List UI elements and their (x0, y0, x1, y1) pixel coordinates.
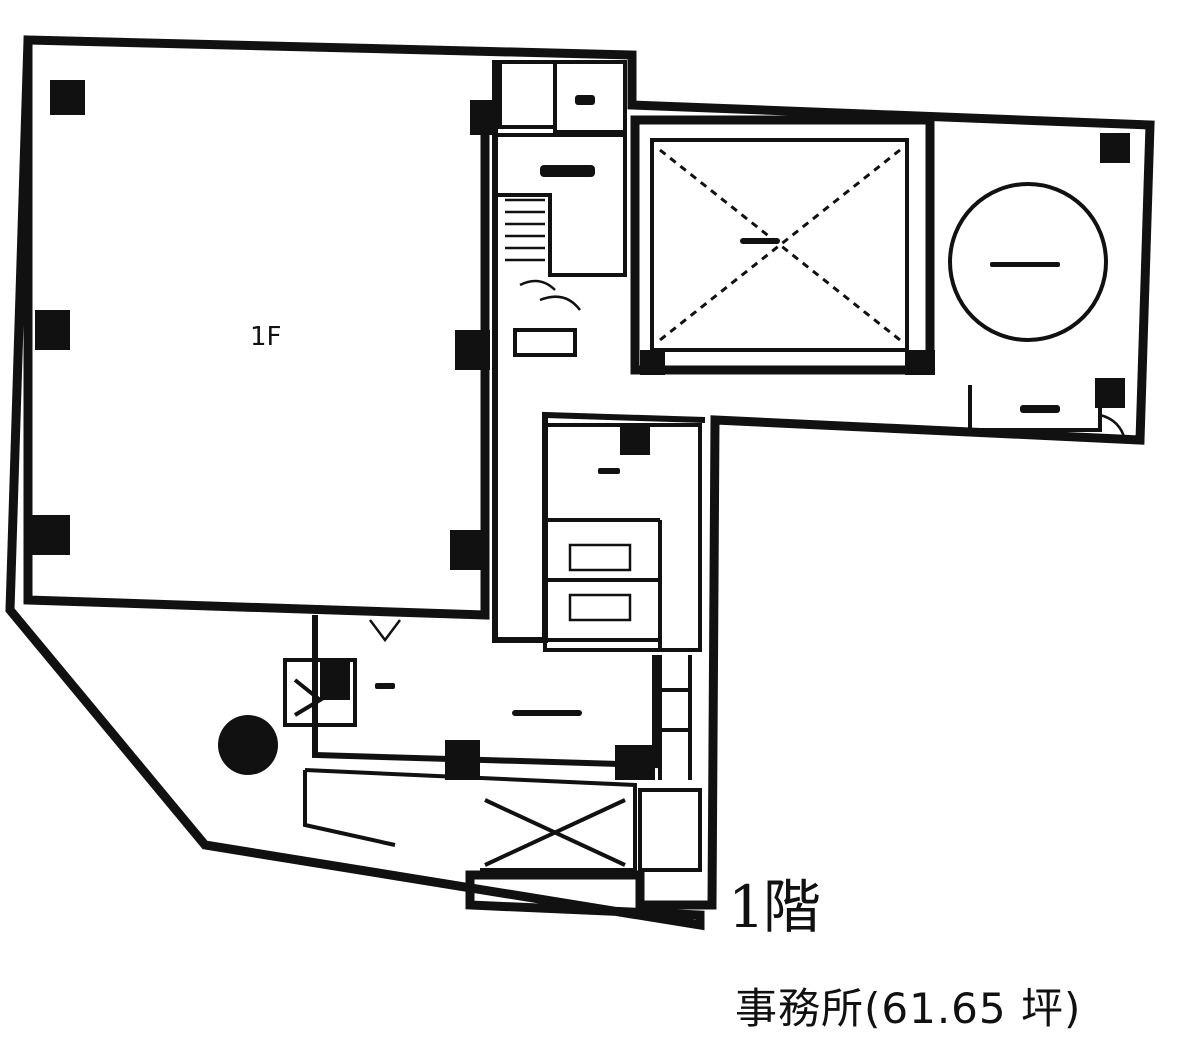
label-mark (512, 710, 582, 716)
column (450, 530, 485, 570)
floor-label: 1階 (728, 873, 821, 941)
column (50, 80, 85, 115)
column (1100, 133, 1130, 163)
label-mark (375, 683, 395, 689)
door-swing-2 (369, 619, 401, 643)
column (445, 740, 480, 780)
label-mark (1020, 405, 1060, 413)
elevator-inner (650, 138, 909, 352)
column (905, 350, 935, 375)
column (615, 745, 655, 780)
label-mark (598, 468, 620, 474)
label-mark (990, 262, 1060, 267)
pipe-column (658, 655, 692, 780)
service-room-2 (553, 60, 627, 134)
label-mark (575, 95, 595, 105)
column (455, 330, 490, 370)
corridor-wall (498, 133, 627, 277)
service-room-1 (498, 60, 557, 129)
office-outline (5, 35, 1155, 931)
column (1095, 378, 1125, 408)
room-label-1f: 1F (250, 322, 282, 352)
toilet-block (543, 423, 702, 652)
door-swing (519, 279, 581, 311)
stair (505, 198, 545, 262)
column (35, 310, 70, 350)
column (320, 660, 350, 700)
column (640, 350, 665, 375)
column (30, 515, 70, 555)
column (470, 100, 495, 135)
label-mark (740, 238, 780, 244)
elevator-cross (659, 148, 901, 342)
label-mark (540, 165, 595, 177)
right-storage (638, 788, 702, 872)
toilet-fixture-2 (568, 593, 632, 622)
toilet-fixture-1 (568, 543, 632, 572)
circular-tank (948, 182, 1108, 342)
kitchen-counter (513, 328, 577, 357)
column (620, 425, 650, 455)
round-pillar (218, 715, 278, 775)
lower-elevator-cross (484, 798, 626, 867)
area-label: 事務所(61.65 坪) (735, 984, 1082, 1033)
elevator-shaft (630, 115, 935, 375)
right-door (1099, 413, 1127, 441)
entrance-hall (312, 615, 658, 769)
